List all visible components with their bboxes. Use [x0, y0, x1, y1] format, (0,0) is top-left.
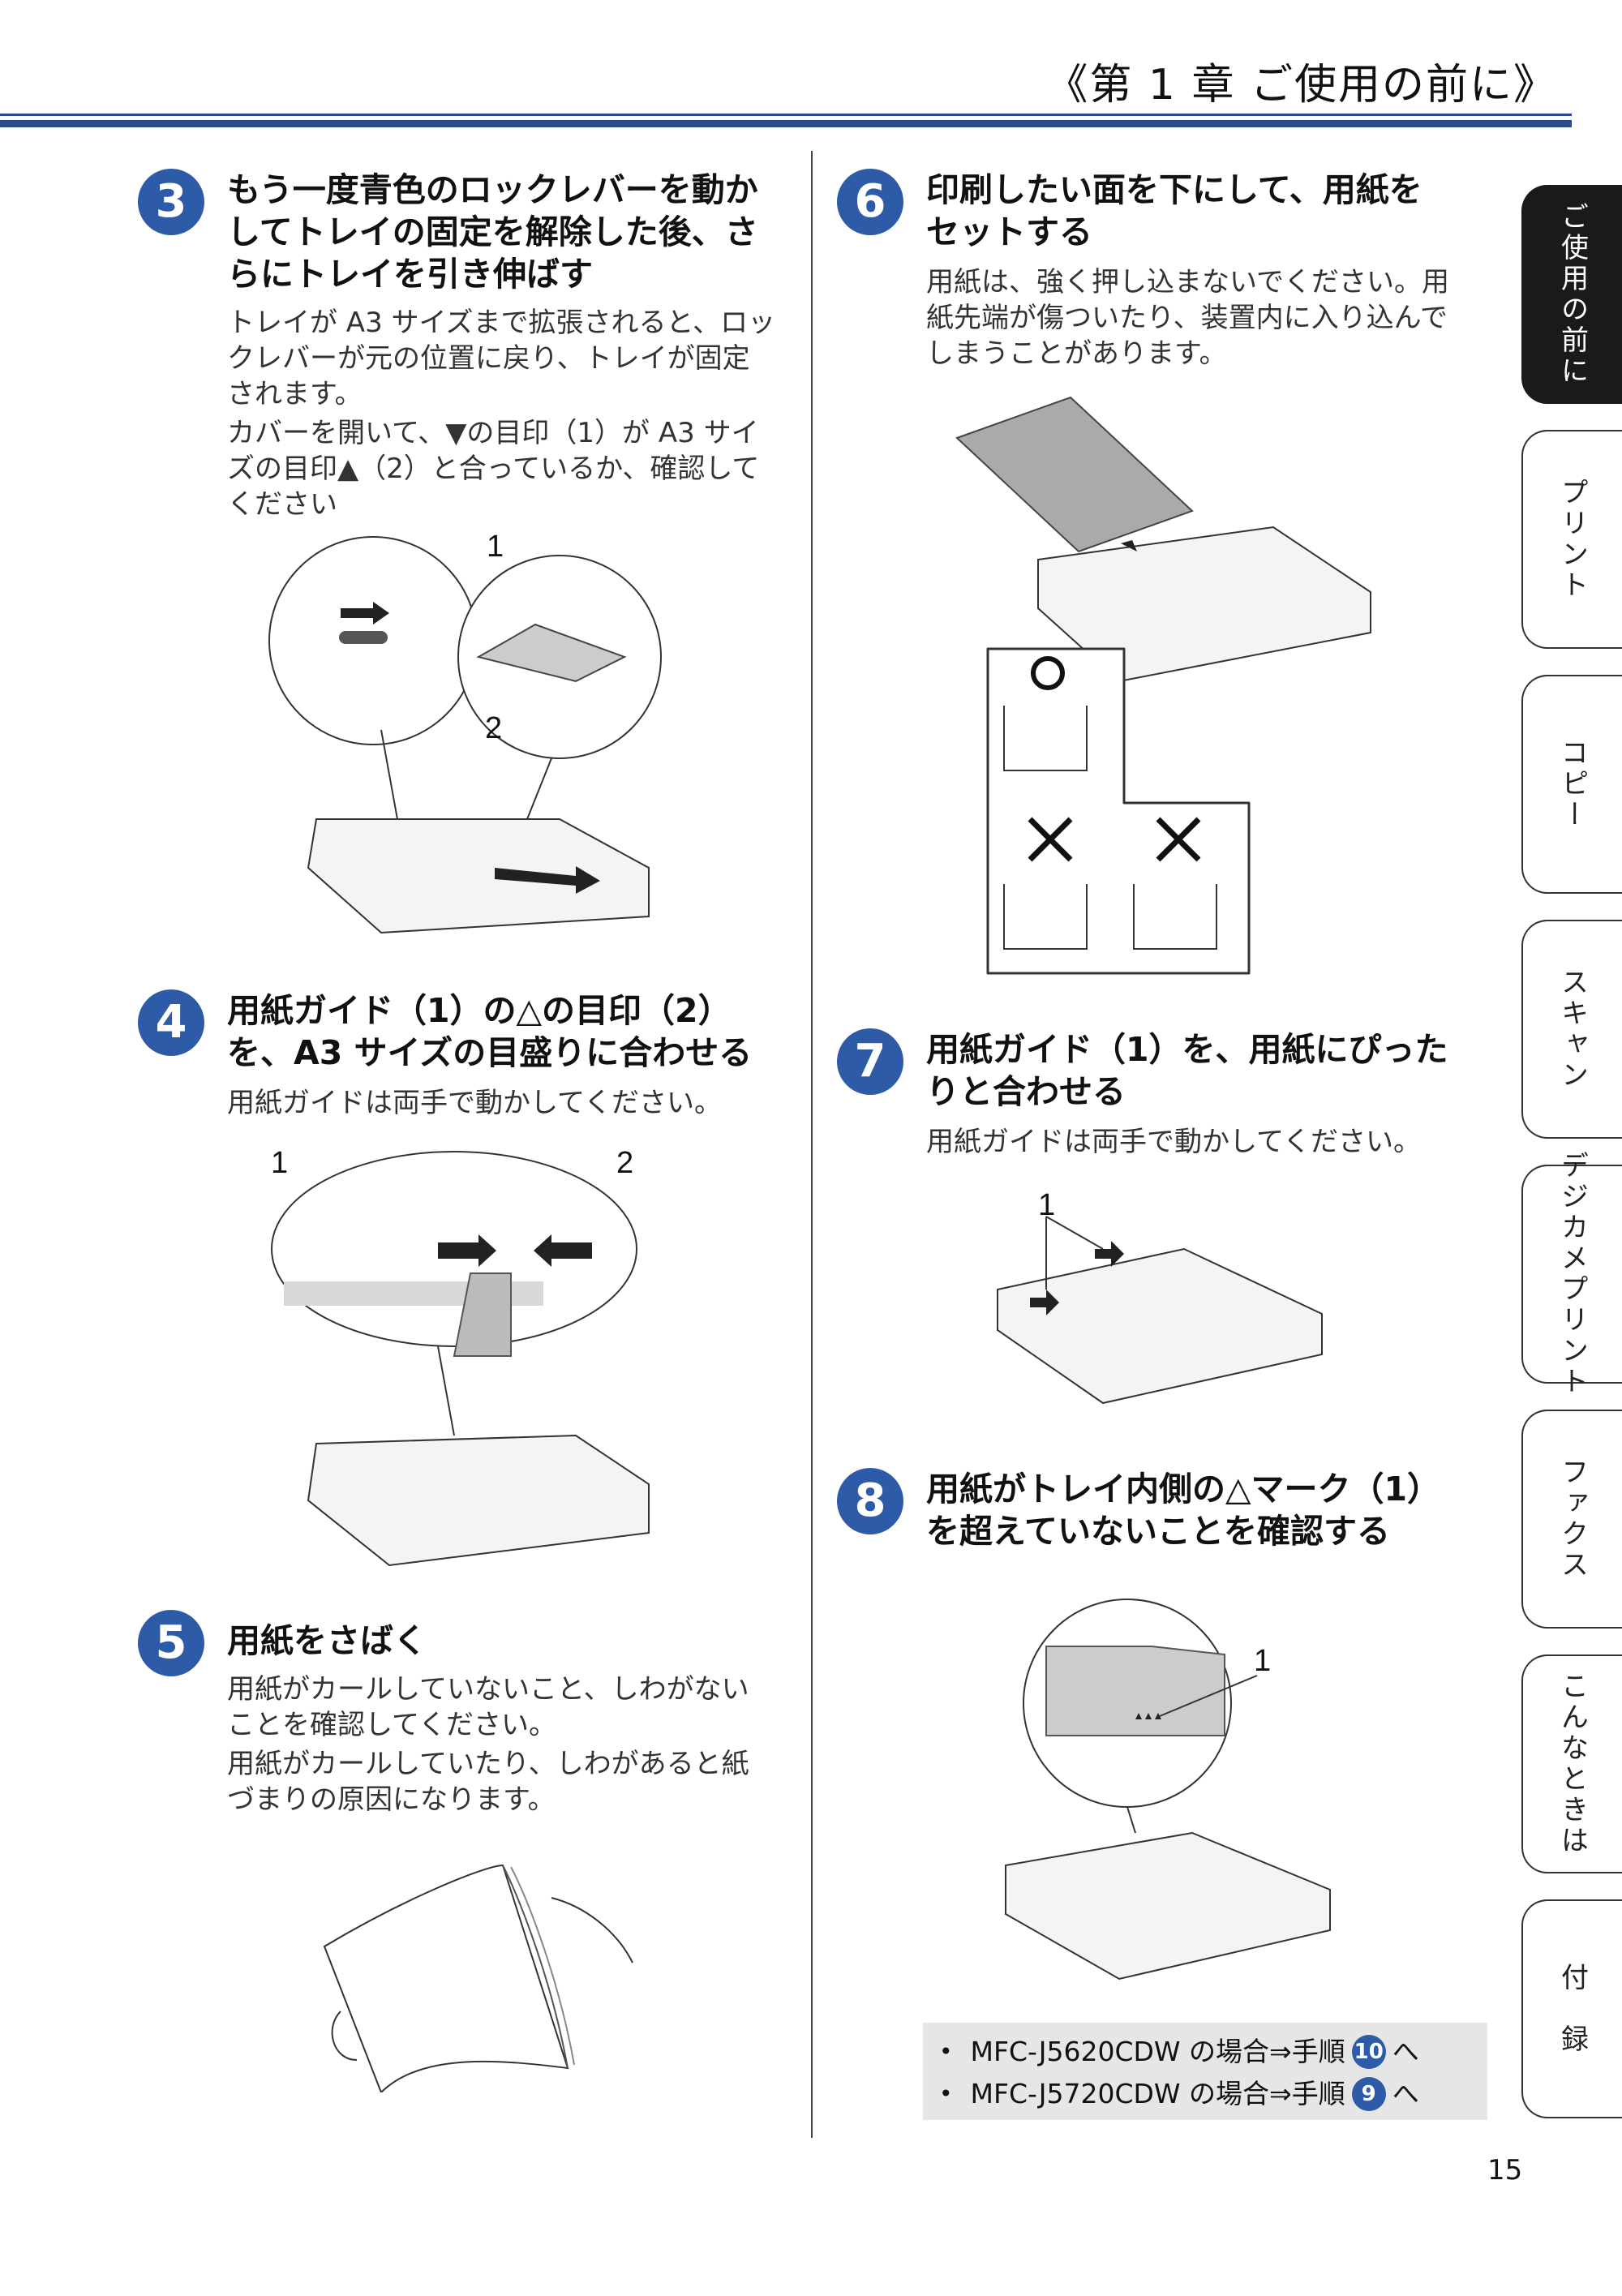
tray-mark-check-illustration: 1	[1005, 1599, 1331, 1981]
step-ref-badge: 10	[1351, 2035, 1386, 2069]
tab-troubleshooting[interactable]: こんなときは	[1521, 1654, 1622, 1873]
page-number: 15	[1487, 2154, 1523, 2187]
chapter-title: 《第 1 章 ご使用の前に》	[1045, 61, 1557, 109]
load-paper-illustration	[955, 396, 1371, 975]
tab-getting-started[interactable]: ご使用の前に	[1521, 185, 1622, 404]
fan-paper-illustration	[323, 1864, 633, 2092]
callout-1: 1	[487, 530, 504, 564]
step-title: 用紙がトレイ内側の△マーク（1） を超えていないことを確認する	[926, 1470, 1441, 1551]
step-body: 用紙がカールしていないこと、しわがないことを確認してください。 用紙がカールして…	[227, 1672, 811, 1821]
note-item: • MFC-J5720CDW の場合⇒手順 9 へ	[939, 2077, 1419, 2111]
callout-1: 1	[1038, 1192, 1055, 1222]
header-rule-thin	[0, 114, 1572, 116]
step-title: 用紙をさばく	[227, 1621, 427, 1660]
step-number-badge: 5	[138, 1610, 204, 1676]
step-paragraph: カバーを開いて、▼の目印（1）が A3 サイズの目印▲（2）と合っているか、確認…	[227, 417, 760, 521]
tab-appendix[interactable]: 付 録	[1521, 1899, 1622, 2118]
step-number-badge: 4	[138, 989, 204, 1056]
note-item: • MFC-J5620CDW の場合⇒手順 10 へ	[939, 2035, 1419, 2069]
tab-photo-print[interactable]: デジカメプリント	[1521, 1151, 1622, 1397]
tab-print[interactable]: プリント	[1521, 430, 1622, 649]
paper-guide-a3-illustration: 1 2	[271, 1146, 650, 1567]
callout-2: 2	[485, 711, 502, 745]
step-paragraph: 用紙ガイドは両手で動かしてください。	[227, 1087, 722, 1119]
step-number-badge: 8	[837, 1468, 903, 1534]
step-paragraph: トレイが A3 サイズまで拡張されると、ロックレバーが元の位置に戻り、トレイが固…	[227, 307, 776, 410]
header-rule-thick	[0, 120, 1572, 127]
callout-2: 2	[616, 1146, 633, 1180]
step-title: 印刷したい面を下にして、用紙を セットする	[926, 170, 1422, 251]
paper-guide-fit-illustration: 1	[997, 1192, 1323, 1405]
step-body: 用紙ガイドは両手で動かしてください。	[227, 1085, 811, 1124]
step-paragraph: 用紙ガイドは両手で動かしてください。	[926, 1126, 1421, 1158]
step-title: 用紙ガイド（1）を、用紙にぴった りと合わせる	[926, 1030, 1448, 1111]
step-title: もう一度青色のロックレバーを動か してトレイの固定を解除した後、さ らにトレイを…	[227, 170, 758, 294]
step-paragraph: 用紙がカールしていたり、しわがあると紙づまりの原因になります。	[227, 1748, 749, 1816]
callout-1: 1	[271, 1146, 288, 1180]
step-number-badge: 6	[837, 169, 903, 235]
step-paragraph: 用紙は、強く押し込まないでください。用紙先端が傷ついたり、装置内に入り込んでしま…	[926, 266, 1449, 370]
step-number-badge: 3	[138, 169, 204, 235]
next-step-note: • MFC-J5620CDW の場合⇒手順 10 へ • MFC-J5720CD…	[923, 2023, 1487, 2120]
step-ref-badge: 9	[1351, 2077, 1386, 2111]
step-paragraph: 用紙がカールしていないこと、しわがないことを確認してください。	[227, 1673, 749, 1741]
step-body: トレイが A3 サイズまで拡張されると、ロックレバーが元の位置に戻り、トレイが固…	[227, 305, 811, 526]
tab-scan[interactable]: スキャン	[1521, 920, 1622, 1139]
tab-fax[interactable]: ファクス	[1521, 1410, 1622, 1629]
column-divider	[811, 151, 813, 2138]
tray-extend-illustration: 1 2	[268, 530, 662, 934]
step-body: 用紙ガイドは両手で動かしてください。	[926, 1124, 1510, 1163]
step-title: 用紙ガイド（1）の△の目印（2） を、A3 サイズの目盛りに合わせる	[227, 991, 753, 1072]
callout-1: 1	[1254, 1644, 1271, 1678]
tab-copy[interactable]: コピー	[1521, 675, 1622, 894]
step-body: 用紙は、強く押し込まないでください。用紙先端が傷ついたり、装置内に入り込んでしま…	[926, 264, 1510, 375]
step-number-badge: 7	[837, 1028, 903, 1095]
